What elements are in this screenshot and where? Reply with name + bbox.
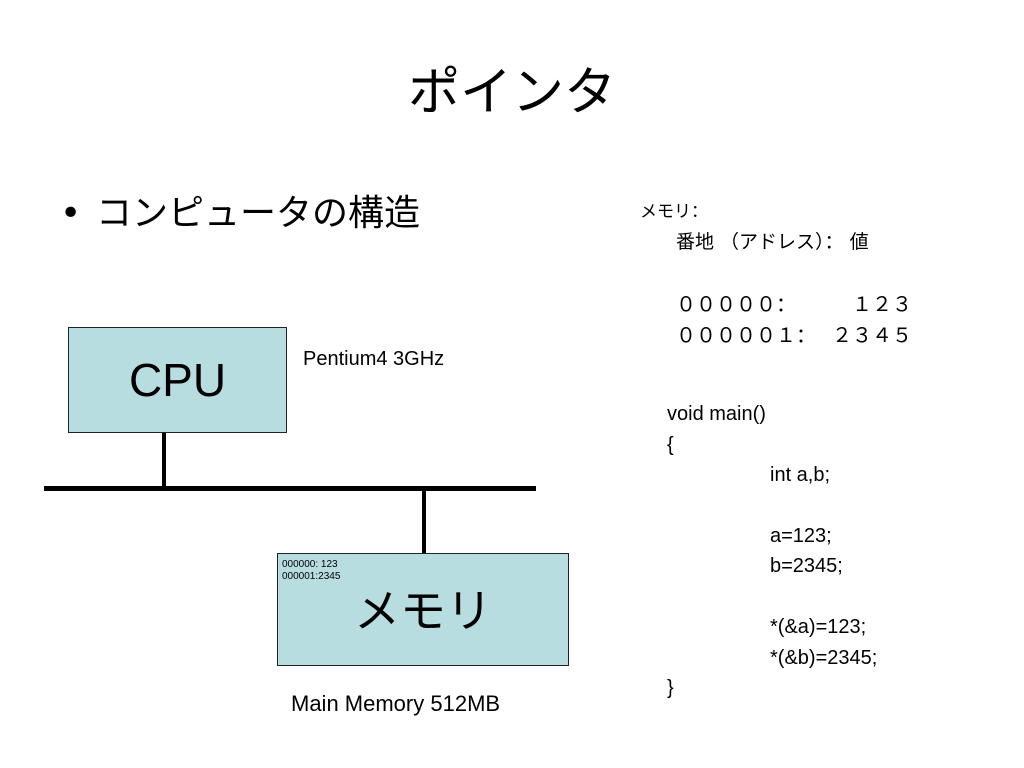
cpu-caption: Pentium4 3GHz [303,348,445,370]
code-line: *(&b)=2345; [770,647,878,669]
memory-mini-line: 000000: 123 [282,559,338,570]
cpu-label: CPU [128,354,227,406]
memory-mini-line: 000001:2345 [282,571,341,582]
memory-label: メモリ [354,584,492,638]
code-line: int a,b; [770,464,831,486]
code-line: } [667,677,674,699]
memory-columns: 番地 （アドレス）： 値 [676,231,869,253]
code-line: *(&a)=123; [770,616,867,638]
memory-row-value: １２３ [852,292,912,316]
memory-heading: メモリ： [640,202,708,222]
memory-mini-contents: 000000: 123 000001:2345 [282,559,340,583]
memory-bus-connector [422,491,426,553]
memory-row-address: ０００００１： [676,323,816,347]
memory-row-address: ０００００： [676,292,796,316]
memory-row-value: ２３４５ [832,323,912,347]
cpu-box [68,327,287,433]
slide-title: ポインタ [407,63,616,123]
memory-box [277,553,569,666]
bullet-text: コンピュータの構造 [96,193,421,234]
memory-caption: Main Memory 512MB [291,691,501,716]
code-line: b=2345; [770,555,843,577]
cpu-bus-connector [162,433,166,489]
code-line: a=123; [770,525,832,547]
code-line: void main() [667,403,766,425]
code-line: { [667,434,674,456]
system-bus [44,486,536,491]
bullet-item: • コンピュータの構造 [60,188,420,240]
bullet-marker: • [60,193,82,234]
